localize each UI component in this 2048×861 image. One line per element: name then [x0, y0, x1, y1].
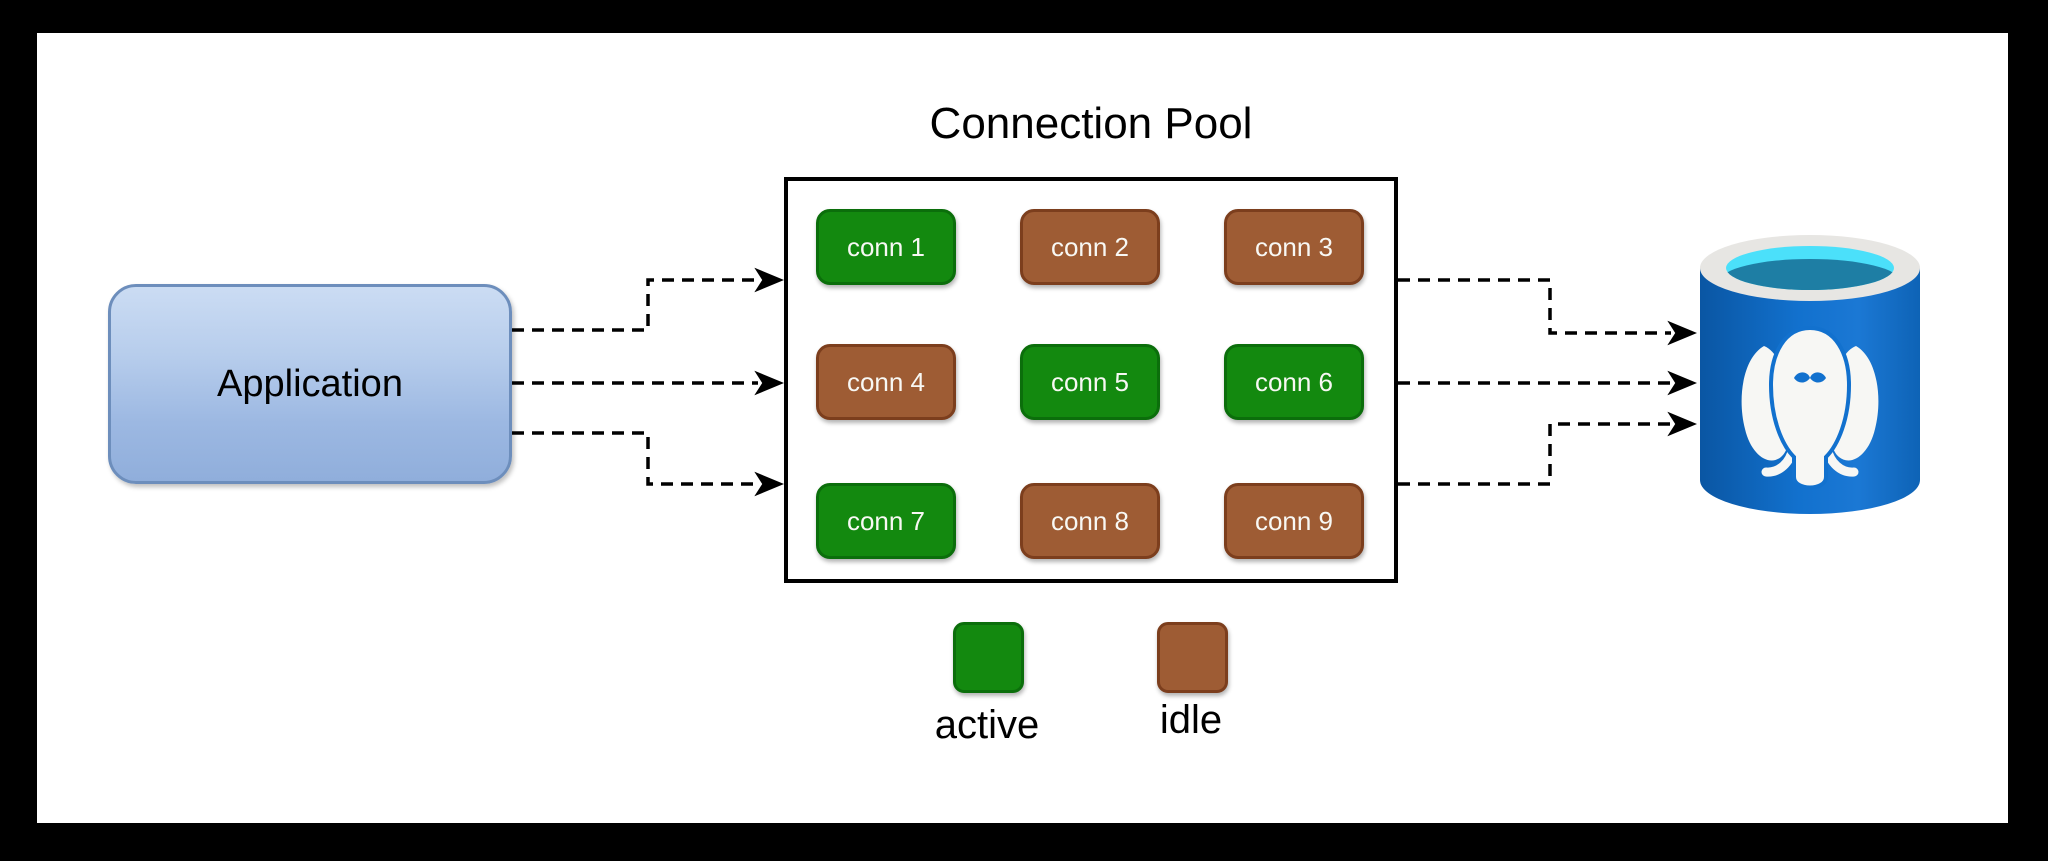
conn-box-7: conn 7	[816, 483, 956, 559]
conn-label-8: conn 8	[1050, 505, 1130, 536]
application-box: Application	[108, 284, 512, 484]
conn-label-1: conn 1	[846, 231, 926, 262]
conn-box-9: conn 9	[1224, 483, 1364, 559]
application-label: Application	[217, 362, 403, 405]
conn-label-9: conn 9	[1254, 505, 1334, 536]
conn-label-6: conn 6	[1254, 366, 1334, 397]
conn-box-6: conn 6	[1224, 344, 1364, 420]
conn-box-8: conn 8	[1020, 483, 1160, 559]
legend-swatch-active	[953, 622, 1024, 693]
conn-label-2: conn 2	[1050, 231, 1130, 262]
conn-label-3: conn 3	[1254, 231, 1334, 262]
conn-label-5: conn 5	[1050, 366, 1130, 397]
legend-label-idle: idle	[1159, 698, 1223, 742]
legend-label-active: active	[934, 703, 1040, 747]
conn-label-7: conn 7	[846, 505, 926, 536]
conn-box-4: conn 4	[816, 344, 956, 420]
conn-box-2: conn 2	[1020, 209, 1160, 285]
conn-box-5: conn 5	[1020, 344, 1160, 420]
conn-box-1: conn 1	[816, 209, 956, 285]
legend-swatch-idle	[1157, 622, 1228, 693]
conn-box-3: conn 3	[1224, 209, 1364, 285]
postgresql-database-icon	[1700, 235, 1920, 514]
page-title: Connection Pool	[929, 99, 1253, 148]
postgres-elephant-icon	[1741, 325, 1879, 490]
conn-label-4: conn 4	[846, 366, 926, 397]
db-water-dark	[1726, 259, 1894, 290]
